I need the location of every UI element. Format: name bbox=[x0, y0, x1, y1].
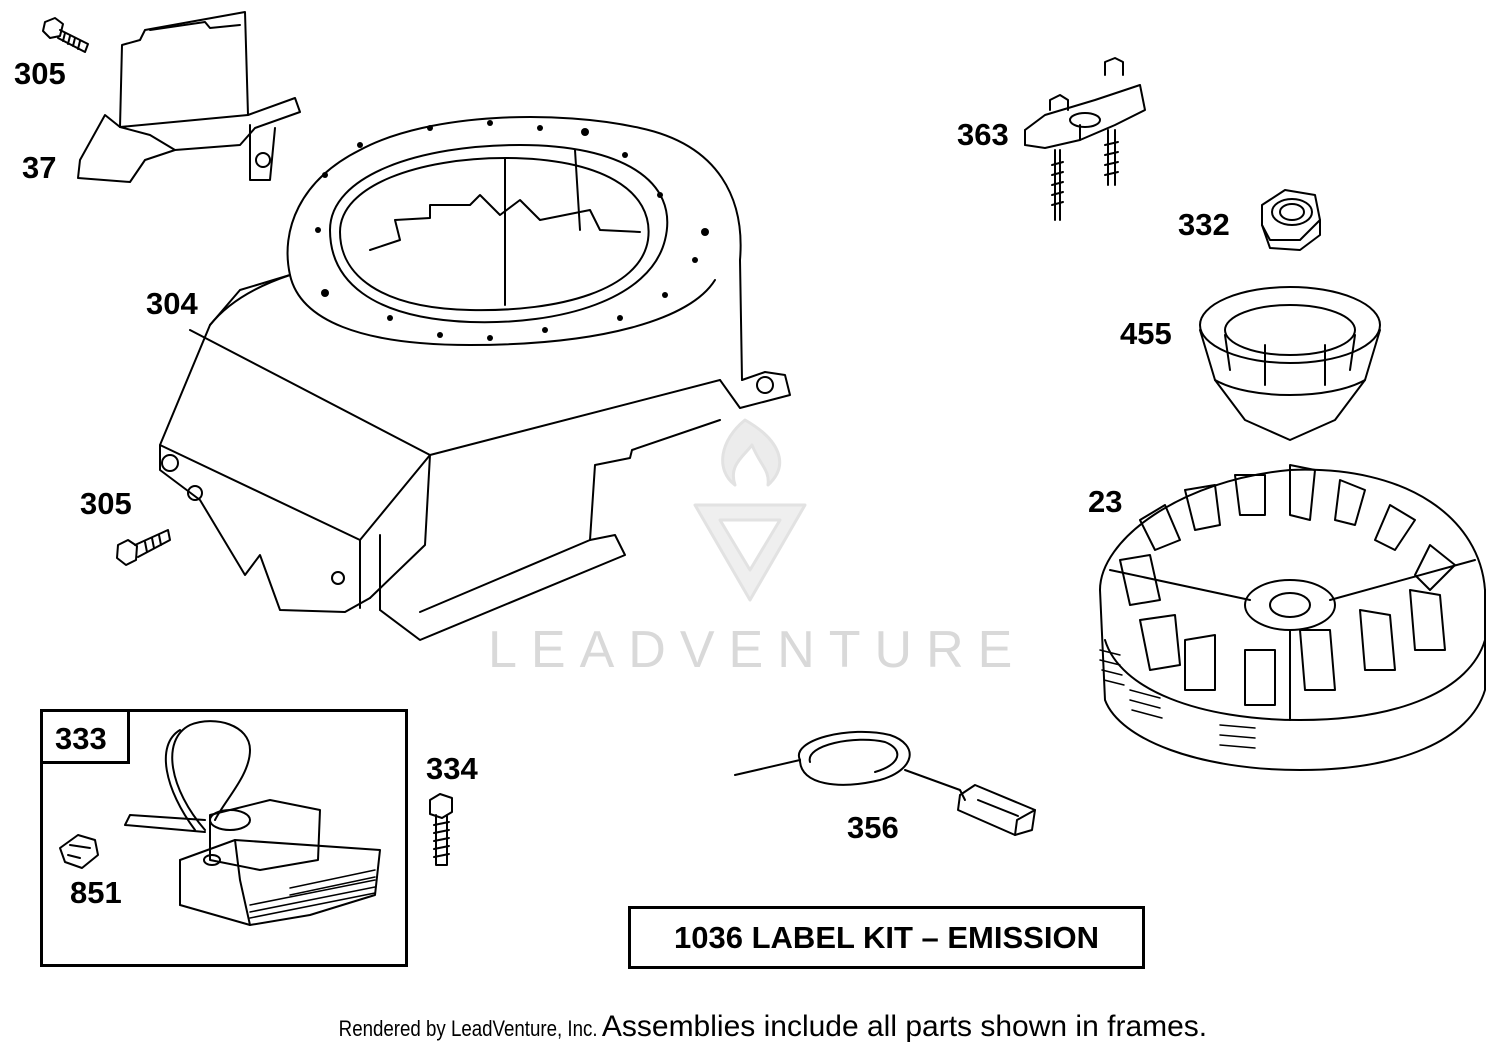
callout-334[interactable]: 334 bbox=[426, 751, 478, 786]
watermark-logo bbox=[693, 418, 807, 602]
footer-note: Assemblies include all parts shown in fr… bbox=[601, 1010, 1208, 1043]
footer-credit: Rendered by LeadVenture, Inc. bbox=[338, 1016, 598, 1041]
air-guide-37 bbox=[77, 11, 301, 183]
callout-305-mid[interactable]: 305 bbox=[80, 486, 132, 521]
callout-23[interactable]: 23 bbox=[1088, 484, 1123, 519]
bracket-363 bbox=[1024, 57, 1146, 221]
bolt-334 bbox=[429, 793, 453, 866]
callout-363[interactable]: 363 bbox=[957, 117, 1009, 152]
flywheel-23 bbox=[1099, 464, 1486, 771]
footer: Rendered by LeadVenture, Inc. Assemblies… bbox=[0, 1010, 1500, 1044]
callout-37[interactable]: 37 bbox=[22, 150, 57, 185]
callout-333[interactable]: 333 bbox=[55, 721, 107, 756]
label-kit-box[interactable]: 1036 LABEL KIT – EMISSION bbox=[628, 906, 1145, 969]
wire-356 bbox=[734, 730, 1036, 836]
nut-332 bbox=[1261, 189, 1321, 251]
armature-333 bbox=[124, 720, 381, 926]
cup-455 bbox=[1199, 286, 1381, 441]
terminal-851 bbox=[59, 834, 99, 869]
callout-304[interactable]: 304 bbox=[146, 286, 198, 321]
bolt-305-top bbox=[42, 17, 89, 53]
callout-455[interactable]: 455 bbox=[1120, 316, 1172, 351]
watermark-wordmark: LEADVENTURE bbox=[488, 621, 1027, 679]
callout-332[interactable]: 332 bbox=[1178, 207, 1230, 242]
assembly-frame-333 bbox=[40, 709, 408, 967]
assembly-frame-tab bbox=[40, 709, 130, 764]
bolt-305-mid bbox=[116, 529, 171, 566]
callout-851[interactable]: 851 bbox=[70, 875, 122, 910]
callout-356[interactable]: 356 bbox=[847, 810, 899, 845]
callout-305-top[interactable]: 305 bbox=[14, 56, 66, 91]
blower-housing-304 bbox=[159, 116, 791, 641]
